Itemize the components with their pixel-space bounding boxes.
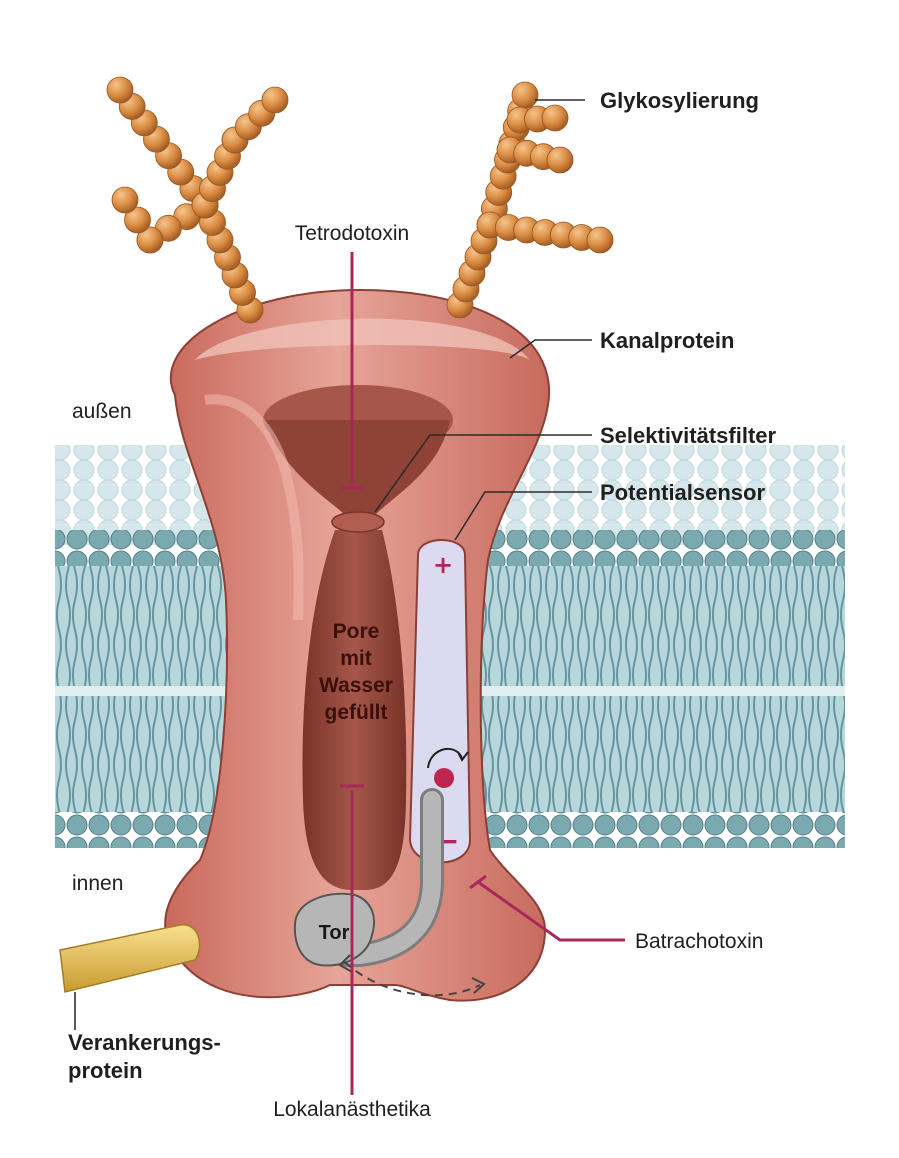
sugar-bead	[511, 81, 539, 109]
gate-swing-arrow-icon	[344, 961, 481, 997]
leader-potentialsensor	[454, 491, 592, 541]
sensor-rod	[408, 539, 472, 864]
selectivity-filter-ring	[331, 511, 385, 533]
sensor-rotation-arrowhead-icon	[457, 751, 469, 762]
sensor-charge-dot	[434, 768, 454, 788]
label-glykosylierung: Glykosylierung	[600, 88, 759, 113]
gate: Tor	[293, 788, 486, 997]
sugar-bead	[136, 226, 164, 254]
batrachotoxin-arrow	[477, 880, 625, 942]
label-batrachotoxin: Batrachotoxin	[635, 930, 763, 953]
sugar-bead	[546, 146, 574, 174]
label-tetrodotoxin: Tetrodotoxin	[295, 222, 409, 245]
tor-label: Tor	[319, 922, 350, 944]
pore-cavity	[302, 530, 407, 890]
glycosylation-chain-left	[106, 76, 289, 324]
label-verankerungs: Verankerungs-	[68, 1030, 221, 1055]
channel-vestibule-funnel	[265, 420, 450, 515]
gate-swing-arrowhead-back-icon	[338, 954, 353, 973]
pore-label-line-2: mit	[340, 647, 372, 670]
label-selektivitaetsfilter: Selektivitätsfilter	[600, 423, 777, 448]
diagram-labels: Glykosylierung Tetrodotoxin Kanalprotein…	[68, 88, 777, 1121]
glycosylation-chain-right	[446, 81, 614, 319]
sugar-bead	[586, 226, 614, 254]
anchoring-protein	[59, 924, 201, 1030]
pore-label: Pore mit Wasser gefüllt	[319, 620, 393, 724]
channel-left-column	[204, 394, 304, 621]
pore-label-line-1: Pore	[333, 620, 380, 643]
sugar-bead	[261, 86, 289, 114]
label-potentialsensor: Potentialsensor	[600, 480, 765, 505]
pore-label-line-3: Wasser	[319, 674, 393, 697]
sugar-bead	[106, 76, 134, 104]
gate-linker-fill	[339, 791, 441, 964]
gate-plug	[293, 892, 375, 967]
sugar-bead	[124, 206, 151, 234]
toxin-arrows	[340, 252, 625, 1095]
label-kanalprotein: Kanalprotein	[600, 328, 734, 353]
label-protein: protein	[68, 1058, 143, 1083]
gate-swing-arrowhead-icon	[471, 977, 486, 994]
label-leader-lines	[374, 99, 592, 541]
leader-kanalprotein	[509, 339, 592, 359]
label-innen: innen	[72, 872, 123, 895]
sensor-plus-sign: +	[433, 551, 453, 579]
sugar-bead	[111, 186, 139, 214]
pore-label-line-4: gefüllt	[325, 701, 388, 724]
sugar-bead	[541, 104, 569, 132]
label-aussen: außen	[72, 400, 132, 423]
anchoring-protein-rod	[59, 924, 201, 993]
batrachotoxin-blocker-bar	[469, 874, 487, 890]
label-lokalanaesthetika: Lokalanästhetika	[273, 1098, 431, 1121]
leader-selektivitaetsfilter	[374, 434, 592, 513]
channel-top-rim	[195, 318, 530, 360]
